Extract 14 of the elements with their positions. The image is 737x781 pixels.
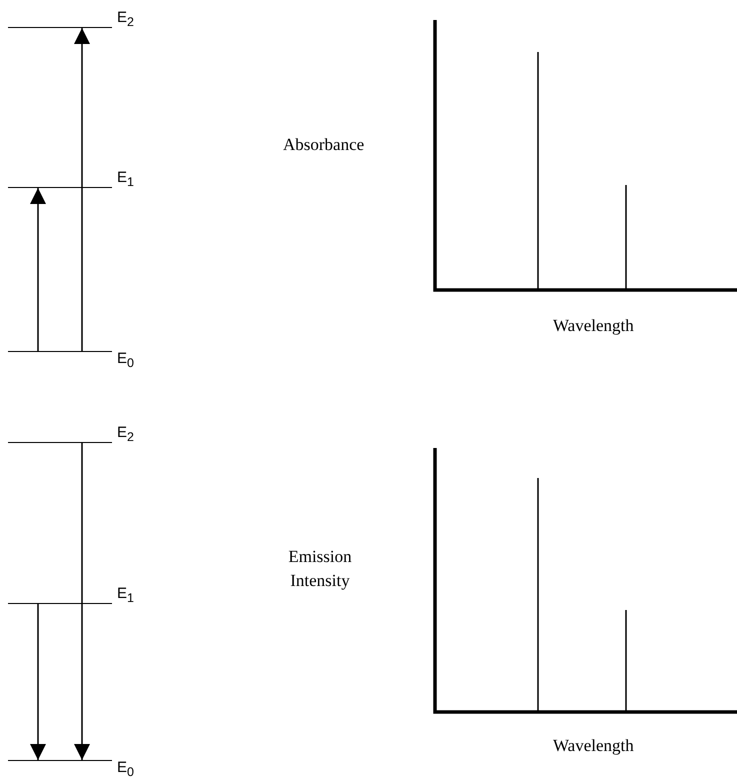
axis-label: Absorbance: [283, 134, 364, 156]
level-label: E$_{0}$: [117, 351, 134, 371]
level-label: E$_{1}$: [117, 170, 134, 190]
level-label: E$_{0}$: [117, 760, 134, 780]
level-label: E$_{2}$: [117, 425, 134, 445]
level-label: E$_{2}$: [117, 10, 134, 30]
arrow: [30, 604, 46, 760]
axis-label: Wavelength: [553, 315, 635, 337]
arrow: [74, 28, 90, 351]
arrow: [74, 443, 90, 760]
axis-label: Wavelength: [553, 735, 635, 757]
axis-label: Emission Intensity: [287, 546, 353, 592]
arrow: [30, 188, 46, 351]
level-label: E$_{1}$: [117, 586, 134, 606]
